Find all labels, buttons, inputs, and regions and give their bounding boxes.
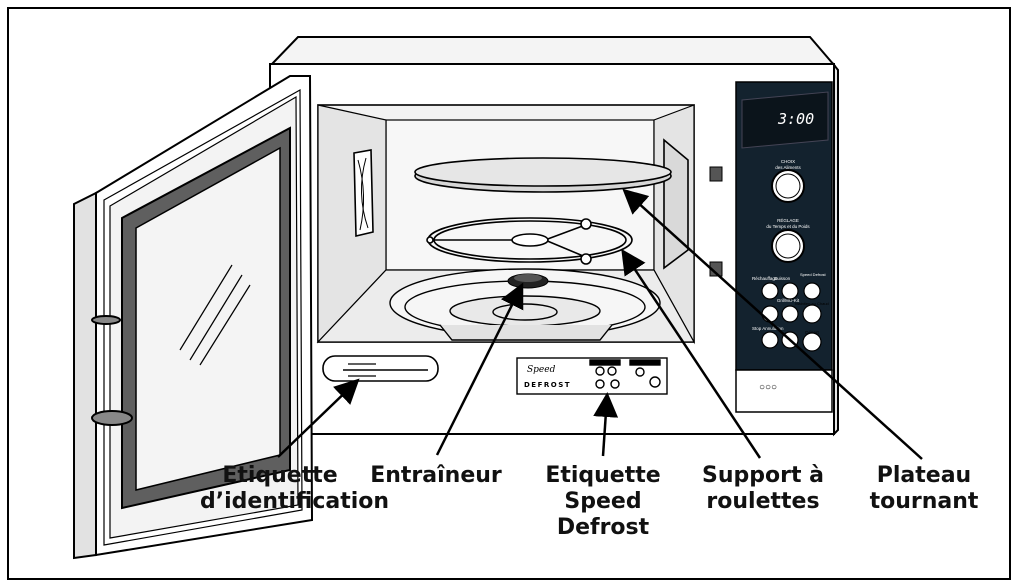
btn-label-reheat: Réchauffage xyxy=(752,276,778,281)
callout-roller-support: Support à roulettes xyxy=(702,463,824,514)
knob1-label-b: des Aliments xyxy=(775,165,801,170)
latch-upper xyxy=(709,166,723,182)
speed-defrost-text-1: Speed xyxy=(527,365,556,375)
speed-defrost-text-2: DEFROST xyxy=(524,381,571,389)
door-hinge-lower xyxy=(91,410,133,426)
knob2-label-b: du Temps et du Poids xyxy=(766,224,810,229)
door-hinge-upper xyxy=(91,315,121,325)
identification-label xyxy=(322,355,439,382)
display-window xyxy=(741,91,829,149)
btn-label-stop: Stop Annulation xyxy=(752,326,784,331)
turntable-tray xyxy=(414,157,672,193)
roller-support xyxy=(426,217,633,265)
right-vent xyxy=(663,138,689,270)
microwave-door xyxy=(73,75,314,560)
time-weight-knob[interactable] xyxy=(771,229,805,263)
stop-button[interactable] xyxy=(761,331,779,349)
btn-label-speed-defrost: Speed Defrost xyxy=(800,272,826,277)
btn-label-keep-warm: Maintien au Chaud xyxy=(795,301,829,306)
control-panel: 3:00 CHOIX des Aliments RÉGLAGE du Temps… xyxy=(735,81,833,413)
pizza-button[interactable] xyxy=(781,305,799,323)
panel-bottom-indicator: ○○○ xyxy=(759,382,777,393)
arrow-drive xyxy=(435,282,524,456)
knob1-label-a: CHOIX xyxy=(781,159,795,164)
grill-button[interactable] xyxy=(761,305,779,323)
speed-defrost-button[interactable] xyxy=(803,282,821,300)
food-choice-knob[interactable] xyxy=(771,169,805,203)
cook-button[interactable] xyxy=(781,282,799,300)
btn-label-grill: Gril/MO-Kit xyxy=(777,298,800,303)
knob2-label-a: RÉGLAGE xyxy=(777,217,799,223)
arrow-speed-defrost xyxy=(593,392,619,457)
start-button[interactable] xyxy=(802,332,822,352)
diagram-frame xyxy=(7,7,1011,580)
arrow-id-label xyxy=(277,378,360,458)
drive-coupler xyxy=(507,273,549,289)
arrow-roller-support xyxy=(621,248,762,459)
callout-speed-defrost: Etiquette Speed Defrost xyxy=(545,463,661,540)
callout-turntable: Plateau tournant xyxy=(869,463,979,514)
keep-warm-button[interactable] xyxy=(802,304,822,324)
callout-drive: Entraîneur xyxy=(370,463,502,488)
speed-defrost-label: Speed DEFROST xyxy=(516,357,668,395)
display-time: 3:00 xyxy=(777,110,814,128)
btn-label-cook: Cuisson xyxy=(774,276,791,281)
arrow-turntable xyxy=(622,188,923,460)
callout-identification-label: Etiquette d’identification xyxy=(200,463,390,514)
reheat-button[interactable] xyxy=(761,282,779,300)
